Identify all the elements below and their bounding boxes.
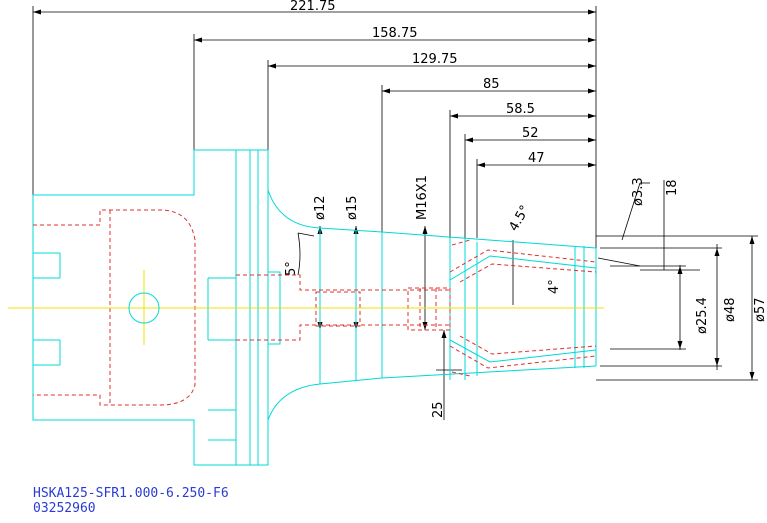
dim-phi-48: ø48 [723, 298, 738, 323]
dim-phi-25-4: ø25.4 [695, 297, 710, 334]
dim-phi-15: ø15 [345, 196, 360, 221]
dim-18: 18 [665, 179, 680, 196]
dim-angle-4: 4° [547, 279, 562, 294]
dim-phi-57: ø57 [753, 298, 767, 323]
dim-221-75: 221.75 [290, 0, 336, 14]
dim-angle-4-5: 4.5° [506, 203, 533, 234]
dim-angle-5: 5° [284, 261, 299, 276]
center-lines [8, 270, 604, 345]
dim-thread-m16x1: M16X1 [415, 175, 430, 220]
dim-158-75: 158.75 [372, 26, 418, 41]
dim-58-5: 58.5 [506, 102, 535, 117]
hidden-lines [33, 209, 597, 406]
dim-phi-3-3: ø3.3 [631, 177, 646, 206]
part-code: 03252960 [33, 501, 96, 516]
dim-52: 52 [522, 126, 539, 141]
dim-129-75: 129.75 [412, 52, 458, 67]
dim-25: 25 [431, 401, 446, 418]
dim-phi-12: ø12 [313, 196, 328, 221]
horizontal-dimensions [32, 6, 597, 248]
dim-85: 85 [483, 77, 500, 92]
dim-47: 47 [528, 151, 545, 166]
part-number: HSKA125-SFR1.000-6.250-F6 [33, 486, 229, 501]
title-block: HSKA125-SFR1.000-6.250-F6 03252960 [33, 486, 229, 516]
